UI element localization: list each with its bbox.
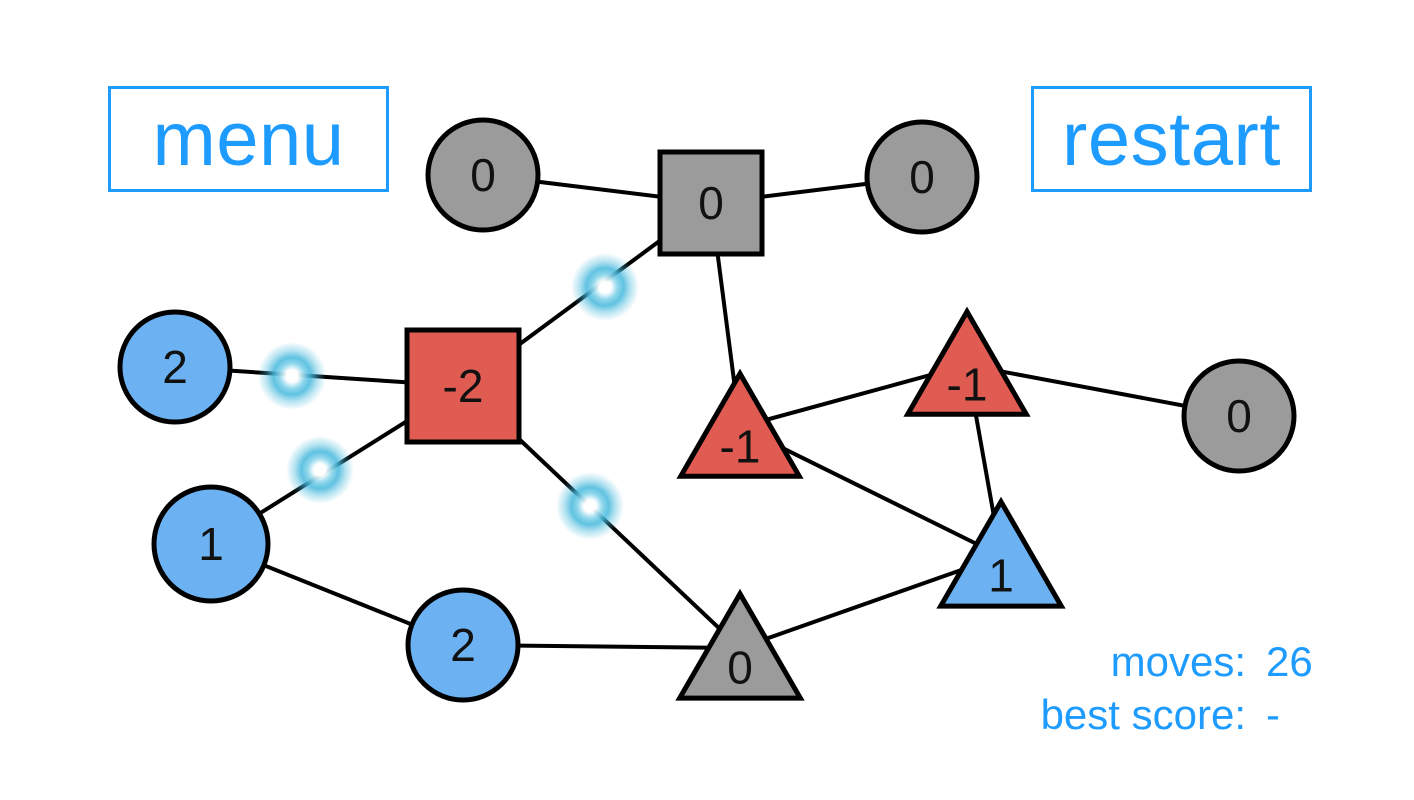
node-shape[interactable] <box>657 149 765 257</box>
node-shape[interactable] <box>404 327 522 445</box>
moves-row: moves: 26 <box>1041 636 1338 689</box>
node-value-label: -1 <box>947 358 988 410</box>
best-score-row: best score: - <box>1041 689 1338 742</box>
node-value-label: 1 <box>988 550 1014 602</box>
node-shape[interactable] <box>676 368 804 479</box>
moves-value: 26 <box>1266 638 1313 685</box>
graph-node-circle[interactable]: 0 <box>1181 358 1297 474</box>
node-value-label: 0 <box>909 151 935 203</box>
graph-edge[interactable] <box>738 554 1003 650</box>
edge-glow-marker <box>286 436 354 504</box>
graph-node-square[interactable]: 0 <box>657 149 765 257</box>
node-value-label: 0 <box>1226 390 1252 442</box>
best-score-label: best score: <box>1040 690 1246 738</box>
node-value-label: 2 <box>450 619 476 671</box>
graph-node-circle[interactable]: 0 <box>864 119 980 235</box>
menu-button[interactable]: menu <box>108 86 389 192</box>
node-layer[interactable]: 0 0 0 2 -2 -1 -1 0 1 1 2 0 <box>117 117 1297 703</box>
edge-glow-marker <box>571 253 639 321</box>
node-shape[interactable] <box>1181 358 1297 474</box>
graph-node-circle[interactable]: 0 <box>425 117 541 233</box>
score-panel: moves: 26 best score: - <box>1041 636 1338 741</box>
node-value-label: 0 <box>727 642 753 694</box>
moves-label: moves: <box>1110 638 1246 685</box>
node-value-label: 0 <box>698 177 724 229</box>
node-value-label: 2 <box>162 341 188 393</box>
node-shape[interactable] <box>405 587 521 703</box>
best-score-value: - <box>1266 690 1280 738</box>
graph-node-triangle[interactable]: 1 <box>936 496 1066 609</box>
node-value-label: -2 <box>443 360 484 412</box>
graph-node-square[interactable]: -2 <box>404 327 522 445</box>
restart-button[interactable]: restart <box>1031 86 1312 192</box>
node-value-label: -1 <box>720 420 761 472</box>
node-shape[interactable] <box>936 496 1066 609</box>
node-shape[interactable] <box>675 588 805 701</box>
graph-node-circle[interactable]: 2 <box>117 309 233 425</box>
edge-glow-marker <box>258 342 326 410</box>
edge-glow-marker <box>556 472 624 540</box>
node-shape[interactable] <box>117 309 233 425</box>
node-shape[interactable] <box>864 119 980 235</box>
graph-node-triangle[interactable]: -1 <box>903 306 1031 417</box>
node-shape[interactable] <box>425 117 541 233</box>
graph-node-circle[interactable]: 2 <box>405 587 521 703</box>
node-shape[interactable] <box>151 484 271 604</box>
node-shape[interactable] <box>903 306 1031 417</box>
graph-node-triangle[interactable]: 0 <box>675 588 805 701</box>
marker-layer <box>258 253 639 540</box>
graph-node-triangle[interactable]: -1 <box>676 368 804 479</box>
node-value-label: 0 <box>470 149 496 201</box>
node-value-label: 1 <box>198 518 224 570</box>
graph-node-circle[interactable]: 1 <box>151 484 271 604</box>
